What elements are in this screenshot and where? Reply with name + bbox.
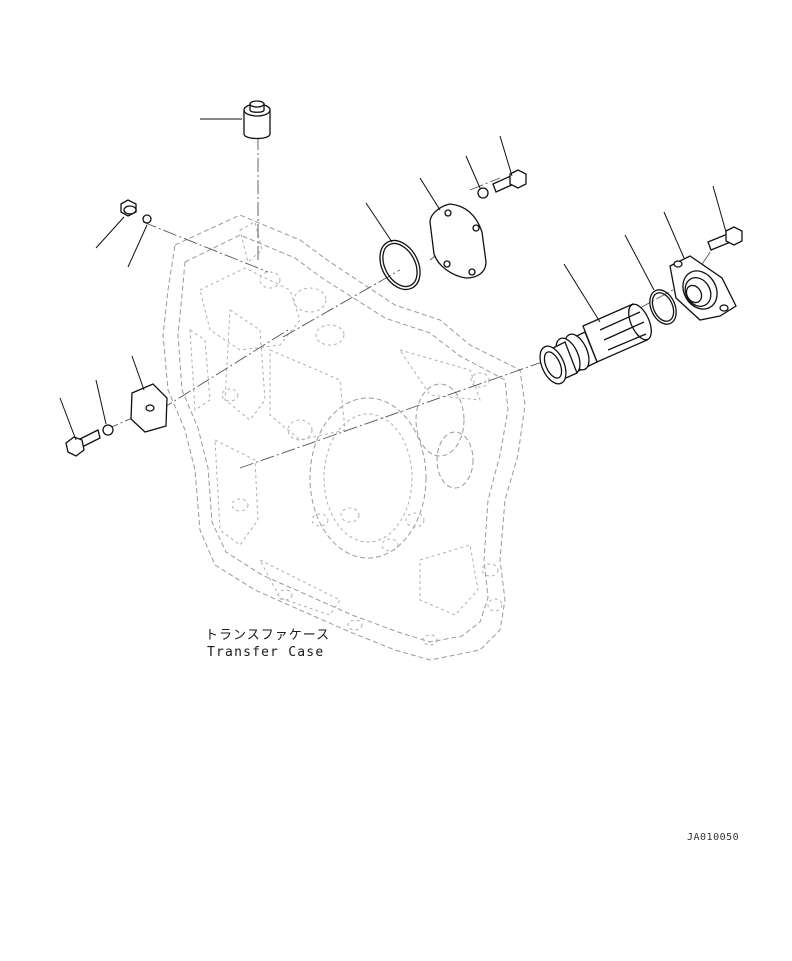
bolt-flange [707,226,743,251]
drawing-id: JA010050 [687,832,740,843]
leader-line-washer-cover [465,155,481,189]
strainer-filter [539,303,652,385]
washer-left [102,424,114,436]
leader-line-washer-left [95,379,107,425]
drain-plug-small [120,199,137,217]
cover-plate-small [130,383,168,433]
assembly-center-lines [104,136,716,469]
leader-line-drain-plug [95,216,125,249]
flange-cap [669,255,737,321]
o-ring-medium-inner [651,292,675,322]
leader-line-cover-plate [131,355,145,391]
transfer-case-label-japanese: トランスファケース [205,628,331,643]
washer-cover [477,187,489,199]
leader-line-bolt-cover [499,135,513,177]
leader-line-cover [419,177,441,211]
o-ring-large-inner [382,242,418,288]
bolt-cover [492,169,527,193]
o-ring-medium [649,289,677,325]
o-ring-large [379,239,421,291]
leader-line-bolt-left [59,397,77,441]
transfer-case-label-english: Transfer Case [207,645,325,660]
leader-line-strainer [563,263,601,323]
leader-line-o-ring-small [127,224,148,268]
transfer-case-housing-outline [162,214,526,661]
bolt-left [65,429,101,457]
breather-plug [243,100,271,140]
cover-rounded [429,203,487,279]
leader-line-flange [663,211,685,259]
leader-line-o-ring-large [365,202,393,243]
o-ring-small [142,214,152,224]
leader-line-o-ring-medium [624,234,655,291]
leader-line-bolt-flange [712,185,727,233]
